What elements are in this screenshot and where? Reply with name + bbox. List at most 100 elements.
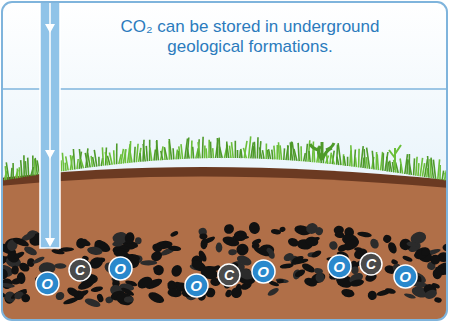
atom-outline (394, 265, 417, 288)
rock (232, 235, 249, 239)
grass-blade (439, 165, 441, 180)
rock (434, 297, 443, 304)
grass-blade (381, 152, 383, 171)
grass-blade (187, 138, 189, 159)
grass-blade (300, 146, 302, 161)
rock (18, 261, 31, 273)
rock (294, 268, 307, 279)
atom-letter: O (333, 258, 345, 275)
atom-outline (185, 274, 208, 297)
grass-blade (192, 147, 195, 159)
atom-letter: O (399, 268, 411, 285)
grass-blade (294, 149, 297, 161)
frame (2, 2, 447, 320)
grass-blade (269, 149, 271, 159)
grass-blade (272, 150, 273, 160)
rock (230, 286, 244, 299)
rock (282, 252, 294, 263)
grass-blade (73, 149, 74, 170)
rock (124, 231, 136, 245)
rock (235, 253, 253, 267)
rock (23, 245, 38, 257)
grass-blade (354, 150, 355, 167)
rock (357, 231, 372, 238)
grass-blade (385, 152, 388, 171)
grass-blade (107, 156, 110, 165)
grass-blade (428, 156, 429, 178)
atom-outline (328, 255, 351, 278)
grass-blade (286, 146, 288, 160)
rock (54, 290, 65, 301)
grass-blade (227, 144, 229, 159)
flow-line (49, 2, 51, 242)
grass-blade (372, 151, 374, 170)
rock (84, 297, 102, 309)
rock (32, 255, 46, 264)
grass-blade (62, 153, 63, 171)
grass-blade (172, 148, 174, 159)
rock (167, 288, 182, 298)
sky (2, 2, 447, 320)
rock (197, 249, 208, 263)
rock (66, 286, 81, 299)
rock (168, 245, 182, 251)
grass-blade (337, 157, 339, 165)
oxygen-atom: O (327, 254, 352, 279)
rock (315, 272, 325, 282)
oxygen-atom: O (35, 271, 60, 296)
grass-blade (212, 148, 214, 158)
grass-blade (287, 145, 289, 160)
grass-blade (260, 147, 262, 159)
grass-blade (179, 146, 181, 159)
grass-blade (235, 141, 237, 158)
rock (420, 248, 430, 256)
grass-blade (263, 150, 265, 159)
grass-blade (181, 144, 183, 159)
grass-blade (425, 159, 428, 177)
rock (340, 288, 355, 299)
atom-letter: C (366, 256, 376, 272)
rock (11, 265, 19, 275)
grass-blade (338, 143, 341, 165)
flow-arrows (45, 24, 55, 247)
grass-blade (417, 163, 419, 176)
grass-blade (208, 140, 210, 158)
grass-blade (125, 150, 127, 164)
grass-blade (304, 153, 306, 161)
atom-letter: C (75, 262, 85, 278)
grass-blade (157, 141, 159, 161)
grass-blade (198, 139, 199, 158)
grass-blade (150, 148, 152, 161)
rock (216, 242, 223, 252)
grass-blade (154, 150, 155, 161)
grass-blade (88, 153, 91, 168)
grass-blade (191, 141, 193, 159)
grass-blade (12, 163, 14, 179)
rock (11, 277, 23, 286)
grass-blade (361, 146, 363, 168)
grass-blade (313, 149, 315, 163)
rock (343, 289, 354, 297)
rock (266, 286, 279, 297)
grass-blade (377, 154, 378, 170)
rock (433, 268, 443, 279)
grass-blade (202, 137, 204, 159)
grass-blade (23, 155, 25, 177)
rock (54, 263, 66, 269)
rock (152, 263, 166, 277)
grass-blade (77, 159, 78, 169)
grass-blade (230, 146, 232, 158)
grass-blade (244, 141, 247, 158)
rock (140, 260, 157, 265)
grass-blade (249, 136, 251, 158)
rock (90, 285, 103, 292)
grass-blade (133, 147, 136, 163)
grass-blade (136, 144, 138, 163)
rock (63, 296, 80, 306)
rock (12, 236, 30, 248)
grass-blade (25, 161, 26, 177)
grass-blade (176, 150, 177, 160)
grass-blade (260, 141, 261, 159)
grass-blade (123, 149, 126, 163)
